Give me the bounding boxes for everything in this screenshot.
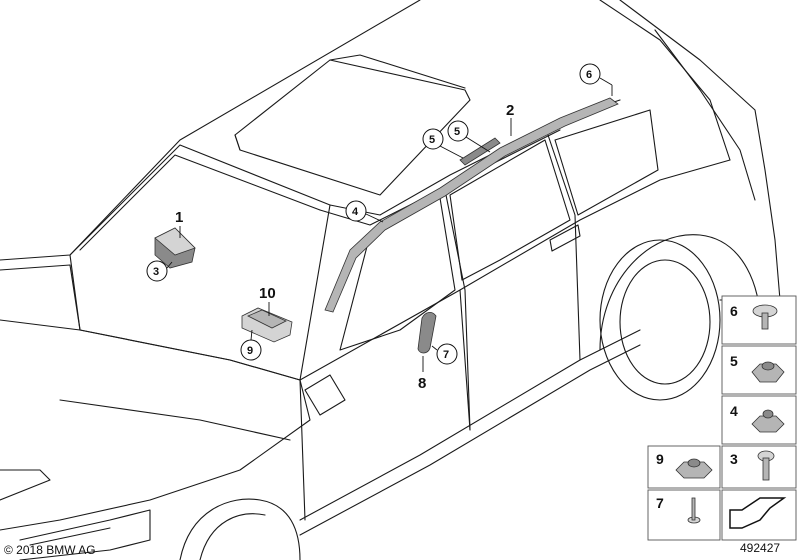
- svg-text:6: 6: [730, 303, 738, 319]
- panel-cell-5: 5: [721, 345, 797, 395]
- curtain-airbag-part: [324, 97, 619, 313]
- diagram-number: 492427: [740, 541, 780, 555]
- nut-9-icon: [675, 458, 713, 479]
- svg-text:6: 6: [586, 69, 592, 81]
- svg-text:7: 7: [443, 349, 449, 361]
- screw-3-icon: [757, 450, 775, 481]
- panel-cell-4: 4: [721, 395, 797, 445]
- callout-4: 4: [345, 200, 384, 223]
- callout-7: 7: [431, 343, 458, 365]
- nut-4-icon: [751, 409, 785, 433]
- svg-text:3: 3: [730, 451, 738, 467]
- svg-text:3: 3: [153, 266, 159, 278]
- svg-text:5: 5: [429, 134, 435, 146]
- rivet-7-icon: [687, 497, 701, 524]
- svg-text:5: 5: [454, 126, 460, 138]
- panel-cell-arrow: [721, 489, 797, 541]
- panel-cell-9: 9: [647, 445, 721, 489]
- svg-text:7: 7: [656, 495, 664, 511]
- svg-text:9: 9: [656, 451, 664, 467]
- copyright-text: © 2018 BMW AG: [4, 543, 96, 557]
- callout-6: 6: [579, 63, 613, 96]
- svg-text:8: 8: [418, 375, 426, 392]
- callout-2: 2: [506, 102, 514, 136]
- screw-6-icon: [752, 304, 778, 330]
- callout-10: 10: [259, 285, 276, 316]
- svg-text:4: 4: [730, 403, 738, 419]
- svg-text:9: 9: [247, 345, 253, 357]
- callout-9: 9: [240, 329, 262, 361]
- airbag-module-1: [154, 227, 196, 269]
- callout-5a: 5: [422, 128, 464, 159]
- callout-1: 1: [175, 209, 183, 238]
- sensor-10: [241, 307, 293, 343]
- svg-text:1: 1: [175, 209, 183, 226]
- svg-text:5: 5: [730, 353, 738, 369]
- callout-3: 3: [146, 260, 173, 282]
- door-sensor-8: [417, 312, 437, 354]
- panel-cell-6: 6: [721, 295, 797, 345]
- parts-panel: 6 5 4 9: [647, 295, 797, 541]
- callout-8: 8: [418, 356, 426, 392]
- arrow-icon: [729, 497, 787, 529]
- svg-text:2: 2: [506, 102, 514, 119]
- nut-5-icon: [751, 361, 785, 383]
- svg-text:4: 4: [352, 206, 359, 218]
- svg-text:10: 10: [259, 285, 276, 302]
- panel-cell-7: 7: [647, 489, 721, 541]
- callout-5b: 5: [447, 120, 491, 153]
- panel-cell-3: 3: [721, 445, 797, 489]
